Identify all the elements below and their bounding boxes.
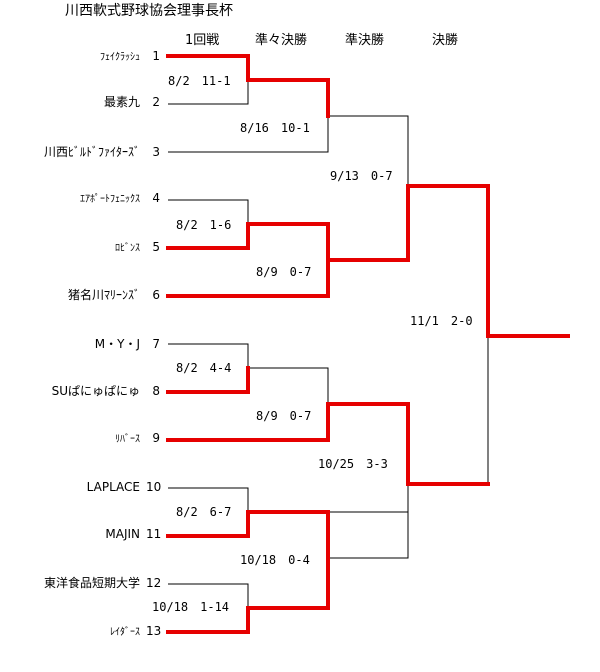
bracket-winner-line <box>166 366 250 394</box>
team-name: MAJIN <box>105 527 140 541</box>
team-row: 猪名川ﾏﾘｰﾝｽﾞ 6 <box>0 289 160 301</box>
bracket-line <box>328 115 409 186</box>
team-seed: 1 <box>152 49 160 63</box>
team-name: 東洋食品短期大学 <box>43 576 140 590</box>
bracket-winner-line <box>166 402 490 486</box>
team-seed: 12 <box>146 576 162 590</box>
team-name: SUぱにゅぱにゅ <box>51 384 140 398</box>
match-result: 11/1 2-0 <box>410 314 473 328</box>
team-name: 最素九 <box>103 95 140 109</box>
team-row: ﾚｲﾀﾞｰｽ 13 <box>0 624 162 638</box>
team-seed: 9 <box>152 431 160 445</box>
bracket-winner-line <box>166 556 330 634</box>
team-name: ﾚｲﾀﾞｰｽ <box>110 627 140 638</box>
tournament-title: 川西軟式野球協会理事長杯 <box>65 3 233 19</box>
match-result: 8/2 6-7 <box>176 505 232 519</box>
match-result: 8/2 1-6 <box>176 218 232 232</box>
team-seed: 2 <box>152 95 160 109</box>
team-name: ﾌｪｲｸﾗｯｼｭ <box>100 52 140 63</box>
bracket-line <box>248 367 329 404</box>
team-name: ﾛﾋﾞﾝｽ <box>115 243 140 254</box>
bracket-line <box>328 511 409 559</box>
match-result: 8/2 11-1 <box>168 74 231 88</box>
team-seed: 6 <box>152 288 160 302</box>
bracket-winner-line <box>166 184 570 338</box>
team-name: LAPLACE <box>86 480 140 494</box>
team-row: M・Y・J 7 <box>0 338 160 350</box>
team-name: 猪名川ﾏﾘｰﾝｽﾞ <box>67 288 140 302</box>
bracket-winner-line <box>166 510 330 560</box>
round-header-final: 決勝 <box>432 33 459 48</box>
team-seed: 10 <box>146 480 162 494</box>
team-seed: 7 <box>152 337 160 351</box>
bracket-line <box>168 487 249 512</box>
bracket-line <box>168 343 249 368</box>
match-result: 8/16 10-1 <box>240 121 310 135</box>
bracket-winner-line <box>166 222 330 262</box>
team-row: ﾌｪｲｸﾗｯｼｭ 1 <box>0 50 160 63</box>
match-result: 8/2 4-4 <box>176 361 232 375</box>
team-row: MAJIN 11 <box>0 527 162 541</box>
team-seed: 11 <box>146 527 162 541</box>
team-seed: 13 <box>146 624 162 638</box>
team-seed: 4 <box>152 191 160 205</box>
team-seed: 5 <box>152 240 160 254</box>
team-row: 最素九 2 <box>0 96 160 108</box>
round-header-semifinal: 準決勝 <box>345 33 385 48</box>
team-name: M・Y・J <box>94 337 140 351</box>
team-name: 川西ﾋﾞﾙﾄﾞﾌｧｲﾀｰｽﾞ <box>43 145 140 159</box>
match-result: 8/9 0-7 <box>256 409 312 423</box>
team-name: ｴｱﾎﾟｰﾄﾌｪﾆｯｸｽ <box>80 194 140 205</box>
team-row: 川西ﾋﾞﾙﾄﾞﾌｧｲﾀｰｽﾞ 3 <box>0 146 160 158</box>
bracket-winner-line <box>166 54 330 118</box>
bracket-line <box>168 199 249 224</box>
match-result: 10/25 3-3 <box>318 457 388 471</box>
team-name: ﾘﾊﾞｰｽ <box>115 434 140 445</box>
team-row: ｴｱﾎﾟｰﾄﾌｪﾆｯｸｽ 4 <box>0 192 160 205</box>
team-seed: 3 <box>152 145 160 159</box>
match-result: 10/18 1-14 <box>152 600 230 614</box>
match-result: 10/18 0-4 <box>240 553 310 567</box>
team-row: ﾛﾋﾞﾝｽ 5 <box>0 241 160 254</box>
bracket-line <box>168 583 249 608</box>
team-row: 東洋食品短期大学 12 <box>0 576 162 590</box>
bracket-line <box>168 116 329 153</box>
bracket-line <box>168 80 249 105</box>
match-result: 8/9 0-7 <box>256 265 312 279</box>
match-result: 9/13 0-7 <box>330 169 393 183</box>
team-seed: 8 <box>152 384 160 398</box>
round-header-quarterfinal: 準々決勝 <box>255 33 308 48</box>
round-header-first: 1回戦 <box>185 33 220 48</box>
team-row: ﾘﾊﾞｰｽ 9 <box>0 432 160 445</box>
team-row: SUぱにゅぱにゅ 8 <box>0 385 160 397</box>
team-row: LAPLACE 10 <box>0 480 162 494</box>
